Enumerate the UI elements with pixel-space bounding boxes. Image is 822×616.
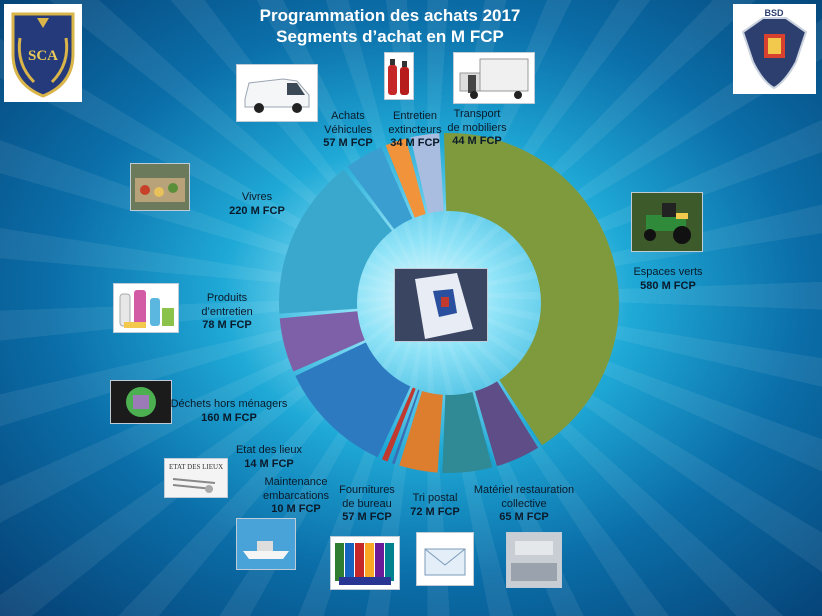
etat-des-lieux-caption: ETAT DES LIEUX [169,463,223,471]
slice-espaces-verts [443,133,619,446]
slice-d-chets-hors-m-nagers [295,342,411,458]
van-photo [236,64,318,122]
label-vivres: Vivres 220 M FCP [229,191,285,217]
slice-achats-v-hicules [347,147,413,230]
extinguisher-photo [384,52,414,100]
sca-logo-text: SCA [28,48,58,64]
binders-photo [330,536,400,590]
label-materiel-restauration: Matériel restauration collective 65 M FC… [473,484,575,523]
mail-photo [416,532,474,586]
slice-entretien-extincteurs [385,138,426,218]
label-entretien-extincteurs: Entretien extincteurs 34 M FCP [388,110,442,149]
lawn-mower-photo [631,192,703,252]
label-produits-entretien: Produits d’entretien 78 M FCP [201,292,253,331]
bsd-logo: BSD [733,4,816,94]
slice-produits-d-entretien [279,311,365,372]
slice-mat-riel-restauration-collective [474,381,539,467]
slice-tri-postal [442,391,493,473]
slice-vivres [278,169,393,314]
label-transport-mobiliers: Transport de mobiliers 44 M FCP [447,108,507,147]
label-etat-des-lieux: Etat des lieux 14 M FCP [235,444,303,470]
label-fournitures: Fournitures de bureau 57 M FCP [339,484,395,523]
slice-maintenance-embarcations [391,389,420,465]
slice-etat-des-lieux [381,387,416,462]
label-maintenance: Maintenance embarcations 10 M FCP [262,476,330,515]
sca-logo: SCA [4,4,82,102]
label-achats-vehicules: Achats Véhicules 57 M FCP [323,110,373,149]
moving-truck-photo [453,52,535,104]
bsd-logo-text: BSD [764,8,784,18]
chart-title: Programmation des achats 2017 [259,6,521,25]
recycling-photo [110,380,172,424]
cleaning-products-photo [113,283,179,333]
kitchen-photo [506,532,562,588]
center-photo [394,268,488,342]
etat-des-lieux-photo: ETAT DES LIEUX [164,458,228,498]
label-dechets: Déchets hors ménagers 160 M FCP [170,398,288,424]
slice-fournitures-de-bureau [399,390,443,473]
boat-photo [236,518,296,570]
slice-transport-de-mobiliers [410,133,444,214]
food-photo [130,163,190,211]
label-espaces-verts: Espaces verts 580 M FCP [633,266,703,292]
chart-subtitle: Segments d’achat en M FCP [276,27,504,46]
label-tri-postal: Tri postal 72 M FCP [410,492,460,518]
